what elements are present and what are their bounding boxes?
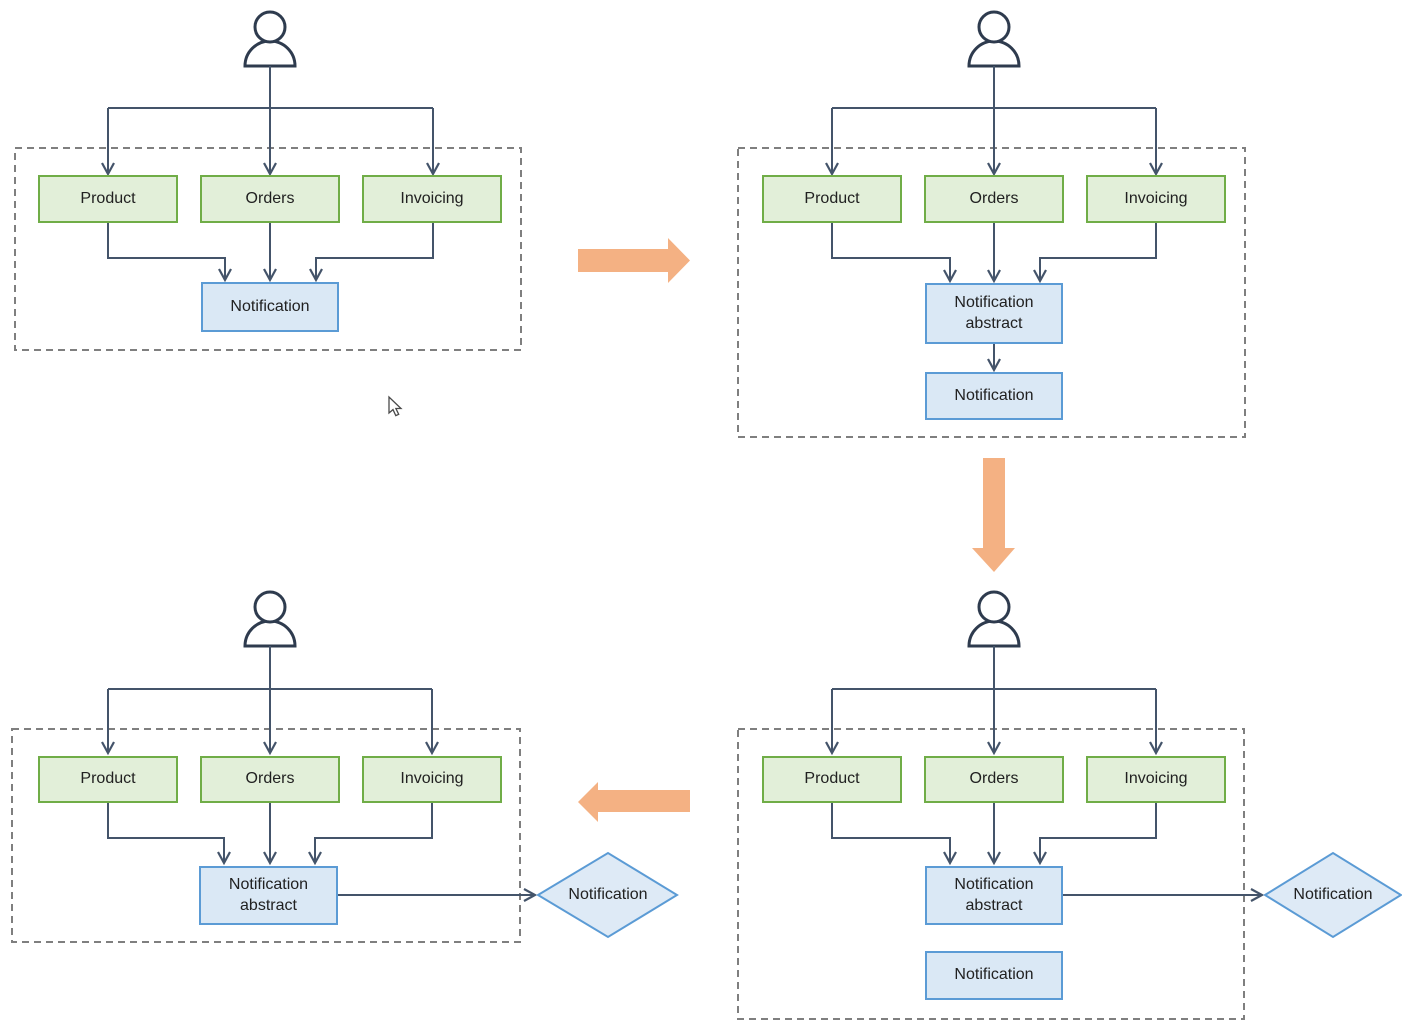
flow-arrow-down-icon [972, 458, 1015, 572]
node-notification-abstract: Notification abstract [925, 866, 1063, 925]
node-notification: Notification [201, 282, 339, 332]
mouse-cursor-icon [388, 395, 403, 417]
node-notification-abstract: Notification abstract [925, 283, 1063, 344]
connectors-bottom-left [101, 646, 538, 902]
node-notification: Notification [925, 372, 1063, 420]
flow-arrow-left-icon [578, 782, 690, 822]
panel-border-top-right [737, 147, 1246, 438]
connectors-top-left [101, 66, 440, 283]
node-product: Product [38, 756, 178, 803]
diamond-notification-label: Notification [568, 886, 648, 903]
person-icon [967, 10, 1021, 68]
diamond-notification-bottom-right [1263, 851, 1402, 939]
node-notification: Notification [925, 951, 1063, 1000]
node-invoicing: Invoicing [1086, 175, 1226, 223]
connectors-top-right [825, 66, 1163, 373]
panel-border-bottom-right [737, 728, 1245, 1020]
panel-border-bottom-left [11, 728, 521, 943]
node-orders: Orders [200, 756, 340, 803]
node-notification-abstract: Notification abstract [199, 866, 338, 925]
node-orders: Orders [200, 175, 340, 223]
node-invoicing: Invoicing [362, 175, 502, 223]
node-product: Product [762, 756, 902, 803]
node-orders: Orders [924, 175, 1064, 223]
panel-border-top-left [14, 147, 522, 351]
node-product: Product [762, 175, 902, 223]
diamond-notification-label: Notification [1293, 886, 1373, 903]
person-icon [967, 590, 1021, 648]
person-icon [243, 10, 297, 68]
connectors-bottom-right [825, 646, 1265, 902]
node-invoicing: Invoicing [362, 756, 502, 803]
node-invoicing: Invoicing [1086, 756, 1226, 803]
diamond-notification-bottom-left [536, 851, 679, 939]
flow-arrow-right-icon [578, 238, 690, 283]
node-product: Product [38, 175, 178, 223]
person-icon [243, 590, 297, 648]
node-orders: Orders [924, 756, 1064, 803]
